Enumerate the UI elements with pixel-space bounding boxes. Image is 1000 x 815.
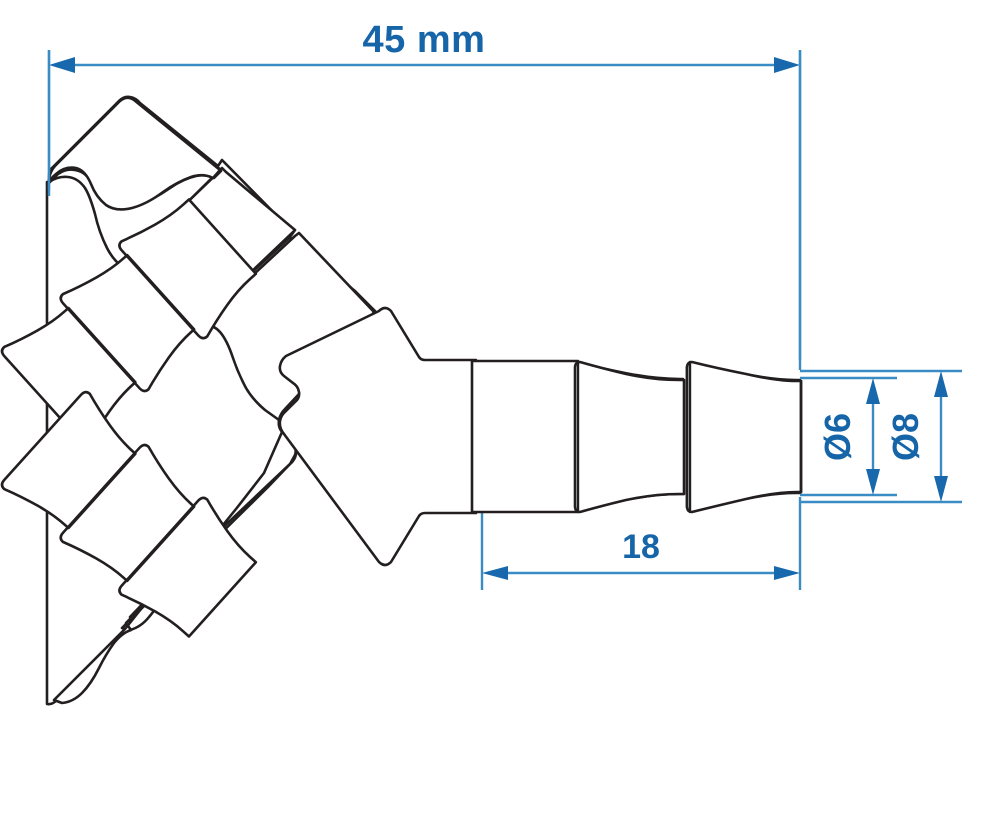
right-arm-neck: [470, 359, 580, 514]
arrow-bottom-d6-icon: [866, 469, 880, 495]
upper-arm-ridge-a: [67, 306, 137, 384]
dimension-label-d8: Ø8: [885, 413, 926, 461]
dimension-label-18: 18: [622, 528, 660, 566]
arrow-right-45-icon: [774, 57, 800, 73]
lower-arm-group: [0, 390, 258, 638]
lower-arm-ridge-a: [67, 452, 137, 530]
arrow-right-18-icon: [774, 566, 800, 580]
upper-barb-seg-1: [0, 306, 137, 446]
lower-barb-seg-1: [0, 390, 137, 530]
arrow-left-45-icon: [49, 57, 75, 73]
arrow-left-18-icon: [482, 566, 508, 580]
dimension-label-d6: Ø6: [817, 413, 858, 461]
arrow-top-d6-icon: [866, 378, 880, 404]
dimension-inner-diameter: Ø6: [800, 376, 897, 497]
dimension-barb-length: 18: [480, 497, 802, 590]
dimension-overlay: [47, 50, 802, 360]
dimension-label-45: 45 mm: [363, 19, 486, 61]
arrow-top-d8-icon: [934, 371, 948, 397]
lower-arm-ridge-b: [126, 505, 196, 583]
right-arm-barb-a: [573, 360, 686, 514]
junction-body: [278, 306, 478, 567]
part-render: [0, 96, 803, 638]
upper-arm-ridge-b: [126, 253, 196, 331]
lower-arm-tip: [49, 627, 218, 727]
upper-arm-group: [0, 198, 258, 446]
right-arm-barb-b: [685, 360, 803, 514]
dimension-outer-diameter: Ø8: [800, 369, 962, 504]
arrow-bottom-d8-icon: [934, 476, 948, 502]
upper-arm-segment-outer: [47, 96, 222, 211]
